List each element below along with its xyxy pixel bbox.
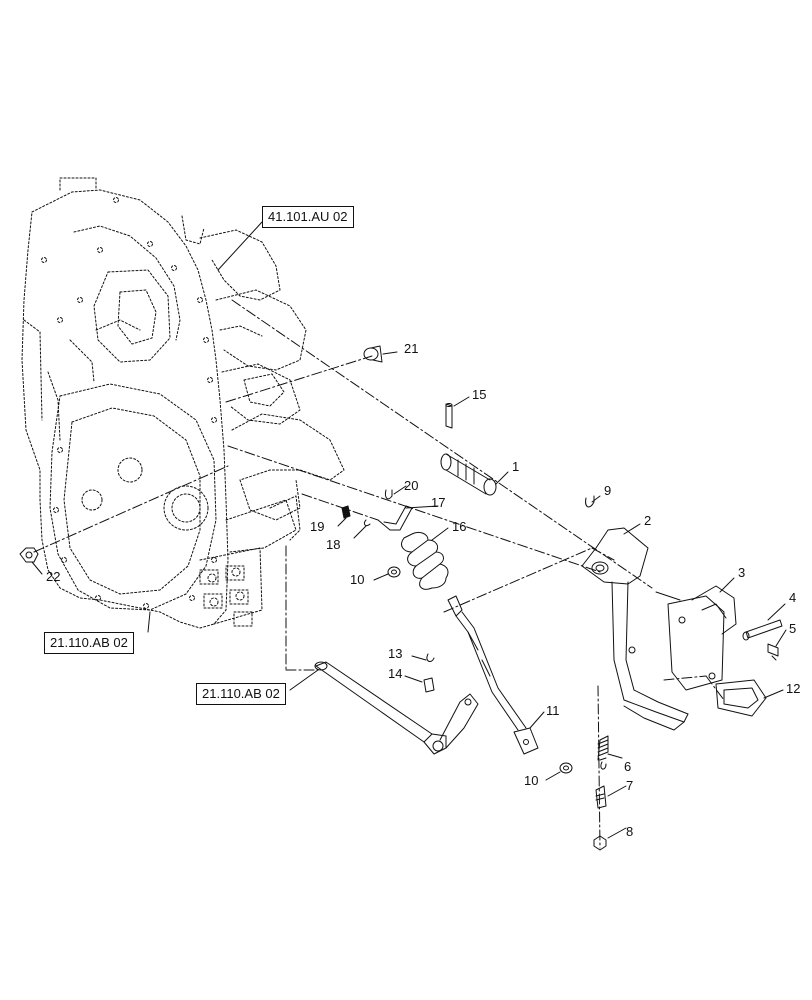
part-15-pin [445,403,453,429]
part-20-clip [385,489,393,500]
callout-21: 21 [404,341,419,356]
part-7-stud [595,785,607,809]
callout-22: 22 [46,569,61,584]
callout-3: 3 [738,565,746,580]
callout-6: 6 [624,759,632,774]
part-1-shaft [440,453,497,496]
callout-4: 4 [789,590,797,605]
part-22-nut [19,547,39,563]
part-2-pedal [581,527,689,731]
callout-8: 8 [626,824,634,839]
part-11-rod [447,595,539,755]
transmission-housing [21,177,345,629]
part-17-bracket [377,505,413,531]
cross-shaft-assembly [314,661,479,755]
part-18-ring [363,519,371,527]
callout-17: 17 [431,495,446,510]
callout-15: 15 [472,387,487,402]
part-3-bracket [655,585,737,691]
callout-18: 18 [326,537,341,552]
part-6-spring [597,735,609,770]
part-4-pin [742,619,783,641]
callout-11: 11 [546,703,560,718]
part-8-nut [593,835,607,851]
callout-1: 1 [512,459,520,474]
callout-19: 19 [310,519,325,534]
part-21-bushing [363,345,383,363]
callout-10-upper: 10 [350,572,365,587]
part-13-pin [426,653,435,662]
callout-9: 9 [604,483,612,498]
reference-label-41-101-au-02[interactable]: 41.101.AU 02 [262,206,354,228]
part-16-boot [401,531,449,590]
reference-label-21-110-ab-02-shaft[interactable]: 21.110.AB 02 [196,683,286,705]
part-5-bolt [767,643,779,661]
callout-12: 12 [786,681,801,696]
callout-16: 16 [452,519,467,534]
callout-13: 13 [388,646,403,661]
callout-10-lower: 10 [524,773,539,788]
part-9-clip [585,495,595,508]
callout-14: 14 [388,666,403,681]
part-14-bushing [423,677,435,693]
part-10-washer [387,566,401,578]
reference-label-21-110-ab-02-housing[interactable]: 21.110.AB 02 [44,632,134,654]
callout-2: 2 [644,513,652,528]
part-12-pedal-pad [715,679,767,717]
part-10-washer-lower [559,762,573,774]
callout-5: 5 [789,621,797,636]
leader-lines [31,221,787,839]
part-19-grease-fitting [341,505,351,519]
callout-7: 7 [626,778,634,793]
callout-20: 20 [404,478,419,493]
centerlines [33,299,725,849]
